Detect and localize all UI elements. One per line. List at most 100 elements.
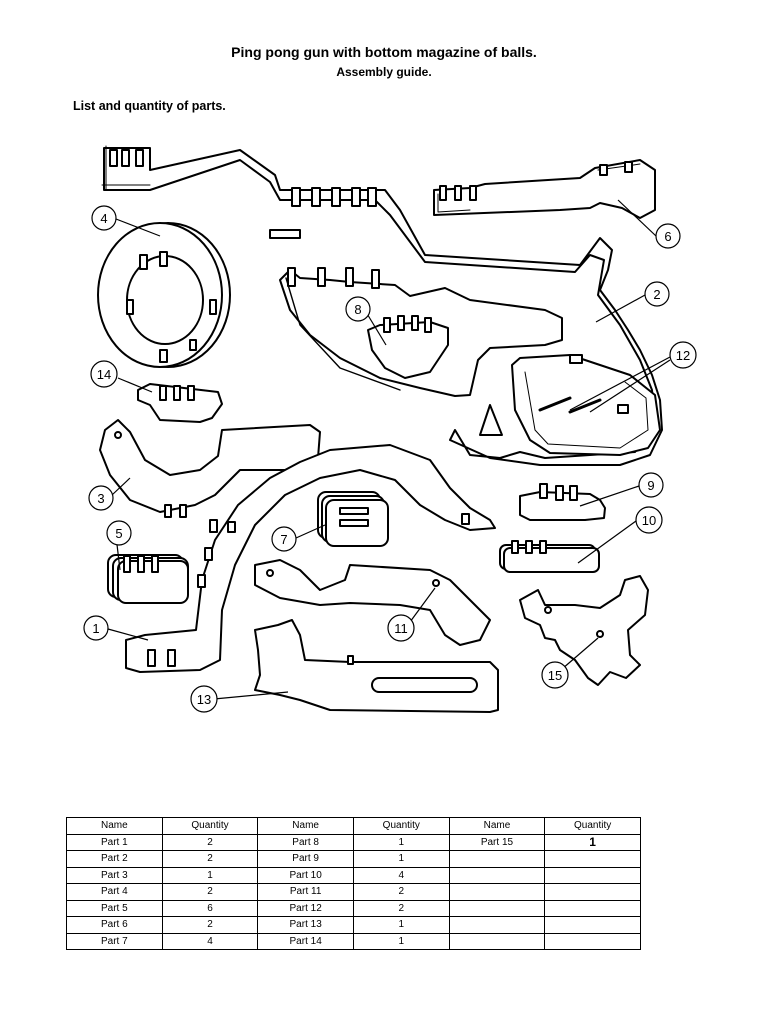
table-row: Part 7 4 Part 14 1 [66, 932, 641, 950]
header-name-2: Name [257, 817, 354, 835]
section-heading: List and quantity of parts. [73, 99, 226, 113]
table-cell: 1 [352, 850, 450, 868]
callout-2: 2 [644, 281, 670, 307]
part-11 [254, 559, 491, 646]
table-cell: Part 7 [66, 932, 163, 950]
triangle-piece [479, 404, 503, 436]
table-cell [544, 899, 641, 917]
table-row: Part 1 2 Part 8 1 Part 15 1 [66, 833, 641, 851]
part-13 [254, 619, 499, 713]
table-cell: 6 [161, 899, 259, 917]
table-cell [448, 899, 546, 917]
callout-12: 12 [669, 341, 697, 369]
header-quantity-3: Quantity [544, 817, 641, 835]
callout-3-label: 3 [97, 491, 104, 506]
table-cell: Part 11 [257, 883, 354, 901]
callout-1-label: 1 [92, 621, 99, 636]
callout-13-label: 13 [197, 692, 211, 707]
small-pin [269, 229, 301, 239]
table-cell: Part 2 [66, 850, 163, 868]
table-cell [544, 866, 641, 884]
callout-11-label: 11 [394, 621, 408, 636]
header-quantity-1: Quantity [161, 817, 259, 835]
callout-7-label: 7 [280, 532, 287, 547]
callout-15: 15 [541, 661, 569, 689]
callout-14-label: 14 [97, 367, 111, 382]
table-cell: 4 [161, 932, 259, 950]
callout-6-label: 6 [664, 229, 671, 244]
part-12-housing [511, 354, 661, 456]
callout-8-label: 8 [354, 302, 361, 317]
callout-6: 6 [655, 223, 681, 249]
table-cell: Part 14 [257, 932, 354, 950]
callout-12-label: 12 [676, 348, 690, 363]
table-cell: Part 15 [448, 833, 546, 851]
part-3 [99, 419, 321, 518]
table-cell: 2 [161, 883, 259, 901]
callout-1: 1 [83, 615, 109, 641]
header-quantity-2: Quantity [352, 817, 450, 835]
callout-4: 4 [91, 205, 117, 231]
table-cell: Part 3 [66, 866, 163, 884]
table-cell: 4 [352, 866, 450, 884]
part-5-stack [107, 554, 189, 604]
callout-4-label: 4 [100, 211, 107, 226]
callout-8: 8 [345, 296, 371, 322]
part-2-frame [101, 145, 663, 466]
table-cell: 1 [161, 866, 259, 884]
part-4-ring [97, 222, 231, 368]
callout-9-label: 9 [647, 478, 654, 493]
table-row: Part 3 1 Part 10 4 [66, 866, 641, 884]
table-cell [544, 883, 641, 901]
callout-13: 13 [190, 685, 218, 713]
table-cell: 1 [352, 916, 450, 934]
table-row: Part 2 2 Part 9 1 [66, 850, 641, 868]
document-subtitle: Assembly guide. [336, 65, 432, 79]
table-cell [544, 932, 641, 950]
part-6 [433, 159, 656, 219]
callout-14: 14 [90, 360, 118, 388]
part-15 [519, 575, 649, 686]
table-cell: Part 10 [257, 866, 354, 884]
callout-9: 9 [638, 472, 664, 498]
part-9 [519, 483, 606, 521]
table-cell: Part 8 [257, 833, 354, 851]
table-row: Part 6 2 Part 13 1 [66, 916, 641, 934]
table-row: Part 5 6 Part 12 2 [66, 899, 641, 917]
table-cell: 2 [161, 916, 259, 934]
callout-11: 11 [387, 614, 415, 642]
part-7-stack [317, 491, 389, 547]
table-cell: 1 [544, 833, 641, 851]
table-cell: Part 13 [257, 916, 354, 934]
table-cell: Part 1 [66, 833, 163, 851]
table-cell: 2 [352, 899, 450, 917]
callout-10-label: 10 [642, 513, 656, 528]
table-cell [448, 866, 546, 884]
table-header-row: Name Quantity Name Quantity Name Quantit… [66, 817, 641, 835]
part-1-arc [125, 444, 496, 673]
callout-10: 10 [635, 506, 663, 534]
table-cell [544, 916, 641, 934]
table-cell [448, 916, 546, 934]
header-name-1: Name [66, 817, 163, 835]
part-10-stack [499, 540, 600, 573]
callout-3: 3 [88, 485, 114, 511]
document-title: Ping pong gun with bottom magazine of ba… [231, 44, 537, 60]
table-row: Part 4 2 Part 11 2 [66, 883, 641, 901]
table-cell: Part 9 [257, 850, 354, 868]
parts-table: Name Quantity Name Quantity Name Quantit… [66, 817, 641, 950]
table-cell: Part 5 [66, 899, 163, 917]
table-cell: 2 [352, 883, 450, 901]
table-cell: 1 [352, 833, 450, 851]
table-cell [544, 850, 641, 868]
table-cell [448, 850, 546, 868]
parts-exploded-drawing: 1 2 3 4 5 6 7 8 9 10 11 12 13 14 15 [83, 145, 697, 713]
callout-5-label: 5 [115, 526, 122, 541]
callout-7: 7 [271, 526, 297, 552]
table-cell: 2 [161, 850, 259, 868]
table-cell: 2 [161, 833, 259, 851]
part-14 [137, 383, 223, 423]
table-cell: Part 4 [66, 883, 163, 901]
table-cell: Part 6 [66, 916, 163, 934]
table-cell: Part 12 [257, 899, 354, 917]
